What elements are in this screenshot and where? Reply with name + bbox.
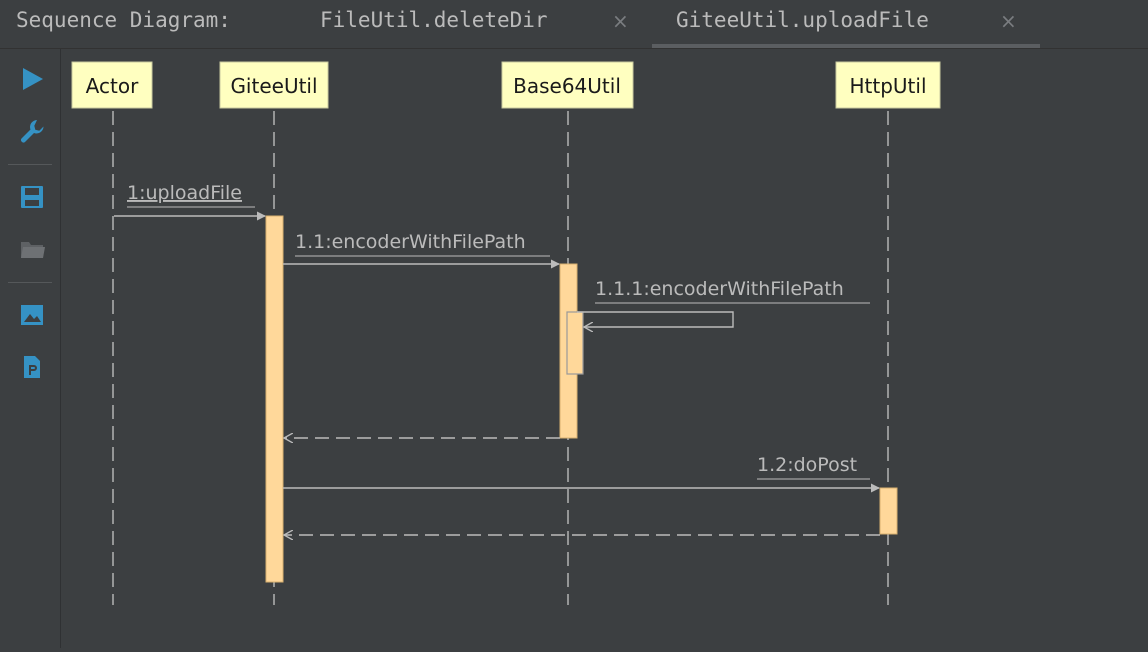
toolbar-separator <box>8 282 52 283</box>
message-dopost[interactable]: 1.2:doPost <box>283 454 880 493</box>
tab-label: FileUtil.deleteDir <box>320 8 548 32</box>
sequence-diagram: Actor GiteeUtil Base64Util HttpUtil 1:up… <box>71 61 941 605</box>
image-icon[interactable] <box>16 299 48 331</box>
diagram-toolbar <box>0 49 61 648</box>
tab-label: GiteeUtil.uploadFile <box>676 8 929 32</box>
message-label: 1:uploadFile <box>127 182 242 204</box>
tab-fileutil-deletedir[interactable]: FileUtil.deleteDir × <box>308 0 636 48</box>
plantuml-file-icon[interactable] <box>16 351 48 383</box>
folder-icon[interactable] <box>16 233 48 265</box>
tool-window-title: Sequence Diagram: <box>16 8 231 32</box>
message-label: 1.1:encoderWithFilePath <box>295 231 526 253</box>
participant-label: GiteeUtil <box>230 74 317 98</box>
toolbar-separator <box>8 164 52 165</box>
participant-giteeutil[interactable]: GiteeUtil <box>219 61 329 109</box>
tab-bar: Sequence Diagram: FileUtil.deleteDir × G… <box>0 0 1148 49</box>
activation-giteeutil <box>265 215 284 583</box>
activation-base64util-nested <box>566 311 584 375</box>
close-icon[interactable]: × <box>1000 9 1017 33</box>
participant-actor[interactable]: Actor <box>71 61 153 109</box>
message-uploadfile[interactable]: 1:uploadFile <box>114 182 266 221</box>
message-encoderwithfilepath[interactable]: 1.1:encoderWithFilePath <box>283 231 560 269</box>
participant-label: Base64Util <box>513 74 621 98</box>
save-icon[interactable] <box>16 181 48 213</box>
participant-label: HttpUtil <box>849 74 926 98</box>
activation-httputil <box>879 487 898 535</box>
participant-label: Actor <box>86 74 139 98</box>
play-icon[interactable] <box>16 63 48 95</box>
participant-base64util[interactable]: Base64Util <box>501 61 634 109</box>
tab-giteeutil-uploadfile[interactable]: GiteeUtil.uploadFile × <box>652 0 1040 48</box>
participant-httputil[interactable]: HttpUtil <box>835 61 941 109</box>
wrench-icon[interactable] <box>16 115 48 147</box>
message-label: 1.1.1:encoderWithFilePath <box>595 278 844 300</box>
message-encoderwithfilepath-self[interactable]: 1.1.1:encoderWithFilePath <box>577 278 870 327</box>
message-label: 1.2:doPost <box>757 454 857 476</box>
close-icon[interactable]: × <box>612 9 629 33</box>
diagram-canvas: Actor GiteeUtil Base64Util HttpUtil 1:up… <box>61 49 1148 648</box>
